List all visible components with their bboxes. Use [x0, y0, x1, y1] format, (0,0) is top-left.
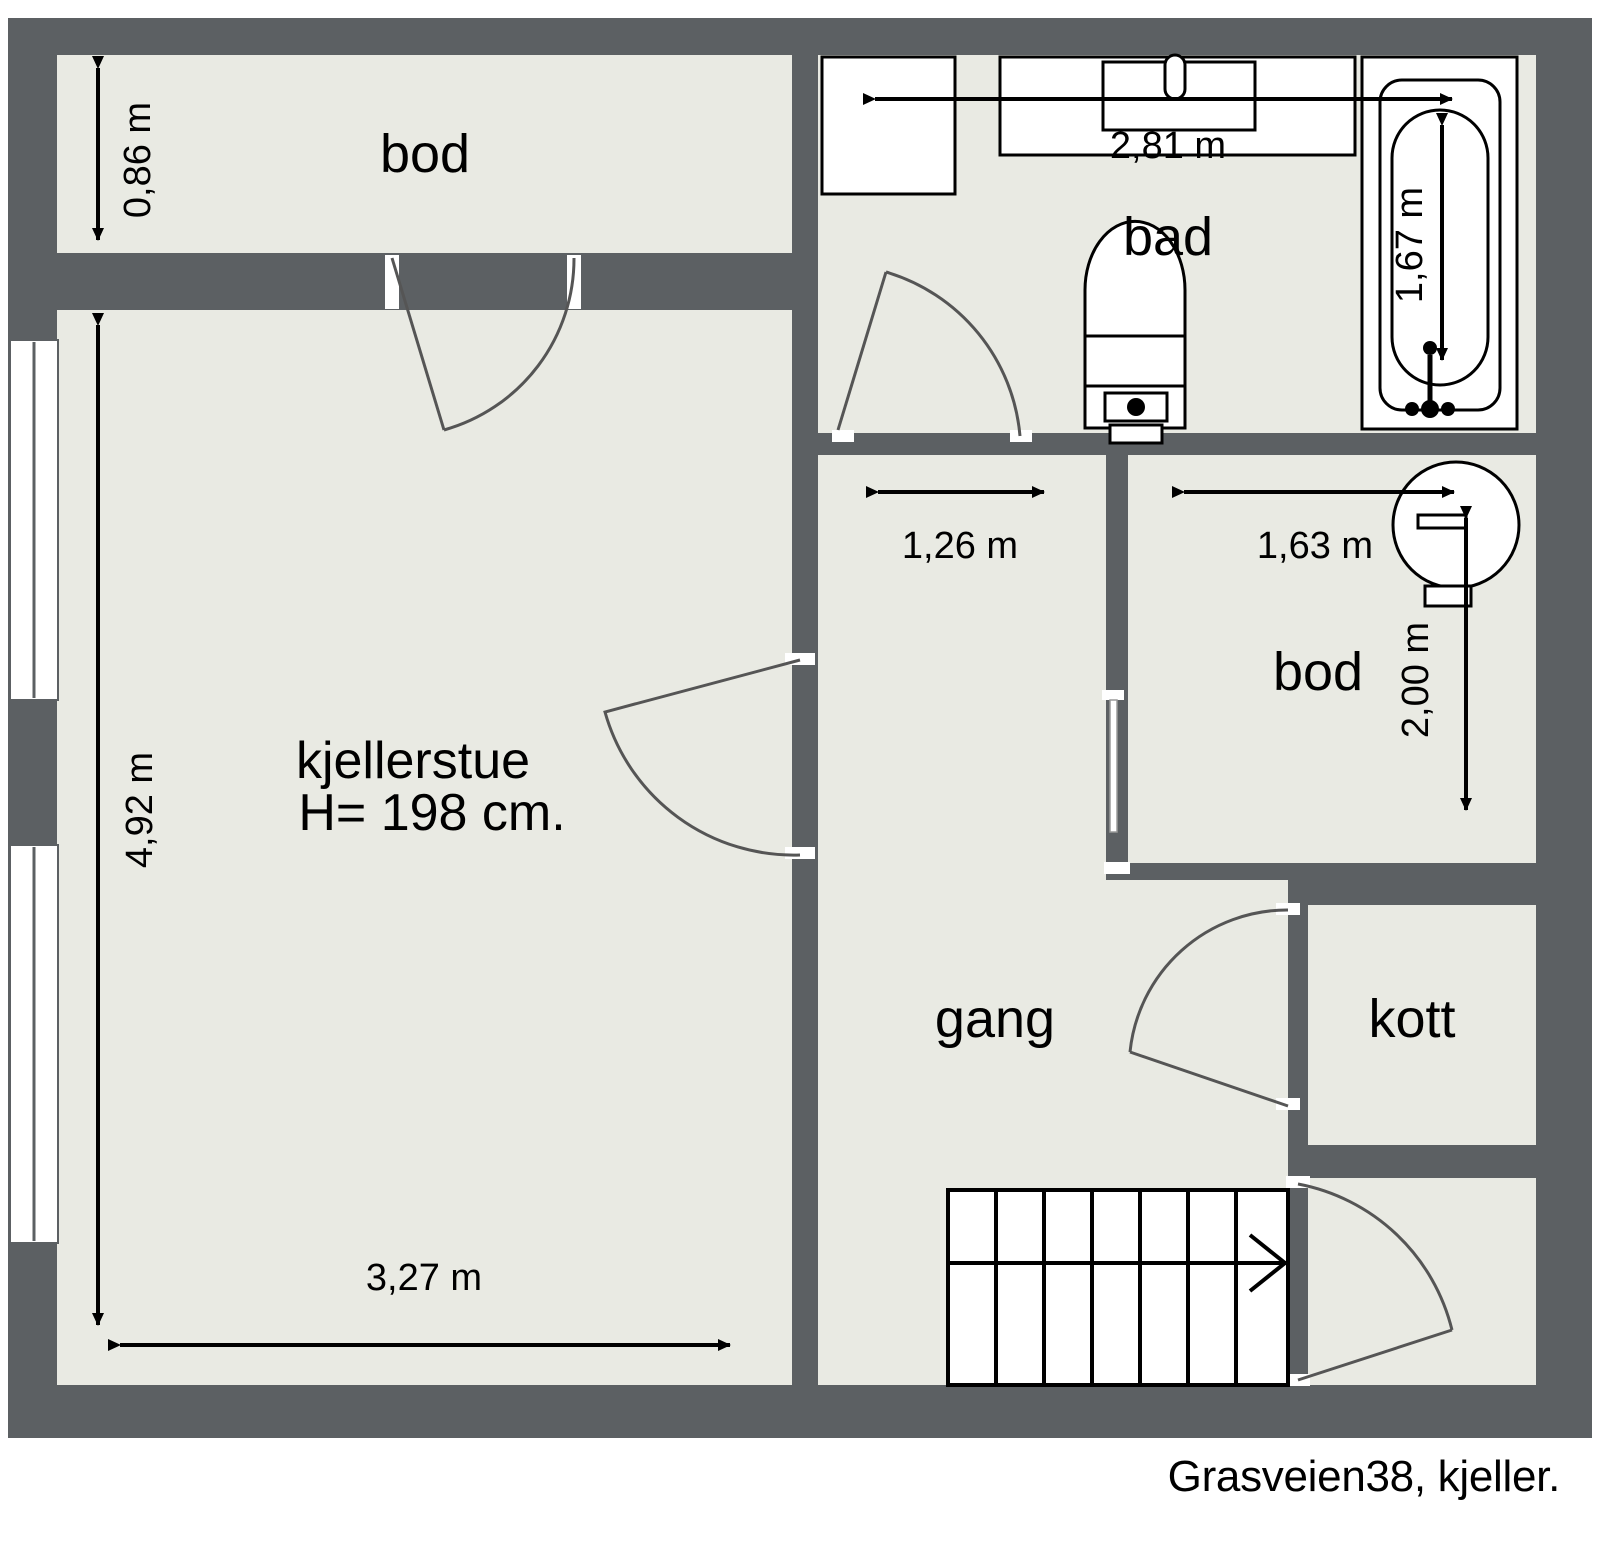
door-jamb-gang-top	[1104, 862, 1130, 874]
label-kott: kott	[1368, 989, 1455, 1049]
label-kjellerstue-2: H= 198 cm.	[298, 784, 565, 842]
flush-icon	[1127, 398, 1145, 416]
door-jamb-bad-right	[1010, 430, 1032, 442]
plan-caption: Grasveien38, kjeller.	[1167, 1452, 1561, 1501]
bathtub	[1360, 55, 1519, 431]
door-swing-bod-left	[390, 257, 446, 431]
door-swing-kjellerstue	[603, 658, 801, 857]
door-swings	[390, 257, 1454, 1382]
toilet	[1083, 219, 1187, 445]
dim-label-kjellerstue-width: 3,27 m	[366, 1257, 482, 1299]
label-bod-top: bod	[380, 124, 470, 184]
faucet-icon	[1163, 53, 1187, 101]
door-swing-bad-leaf	[836, 271, 888, 431]
windows	[9, 339, 59, 1244]
door-swing-kott	[1128, 908, 1289, 1053]
drain-icon	[1423, 341, 1437, 355]
door-swing-entry-leaf	[1297, 1328, 1453, 1382]
door-swing-bad	[885, 270, 1022, 437]
door-swing-kott-leaf	[1129, 1050, 1289, 1108]
label-gang: gang	[935, 989, 1055, 1049]
dim-label-bath-length: 1,67 m	[1389, 187, 1431, 303]
window-lower	[9, 844, 59, 1244]
dimension-lines	[92, 56, 1472, 1351]
window-upper	[9, 339, 59, 701]
dim-label-bad-width: 2,81 m	[1110, 125, 1226, 167]
label-bod-right: bod	[1273, 642, 1363, 702]
dimension-label-texts: 0,86 m 4,92 m 3,27 m 2,81 m 1,67 m 1,26 …	[117, 102, 1437, 1299]
partition-line	[1109, 699, 1118, 833]
dim-label-gang-width: 1,26 m	[902, 525, 1018, 567]
door-swing-entry	[1297, 1182, 1454, 1331]
room-floor-kott	[1308, 905, 1536, 1145]
room-floor-entry	[1308, 1178, 1536, 1385]
room-floor-bod-top	[57, 55, 792, 253]
door-jamb-bad-left	[832, 430, 854, 442]
door-jamb-bodright	[1102, 690, 1124, 700]
label-kjellerstue-1: kjellerstue	[296, 732, 530, 790]
door-swing-bod-left-arc	[443, 257, 576, 432]
dim-label-kjellerstue-height: 4,92 m	[119, 752, 161, 868]
door-jamb-kjst-bot	[785, 847, 815, 859]
door-openings	[385, 255, 1310, 1386]
shower-tray	[820, 55, 957, 196]
staircase	[946, 1188, 1290, 1387]
dim-label-bod-top-height: 0,86 m	[117, 102, 159, 218]
room-label-texts: bod kjellerstue H= 198 cm. bad bod gang …	[296, 124, 1456, 1049]
label-bad: bad	[1123, 207, 1213, 267]
dim-label-bod-right-width: 1,63 m	[1257, 525, 1373, 567]
stair-direction-arrow	[1248, 1233, 1289, 1293]
dim-label-bod-right-height: 2,00 m	[1395, 622, 1437, 738]
door-jamb-kott-bot	[1276, 1098, 1300, 1110]
room-floor-kjellerstue	[57, 310, 792, 1385]
